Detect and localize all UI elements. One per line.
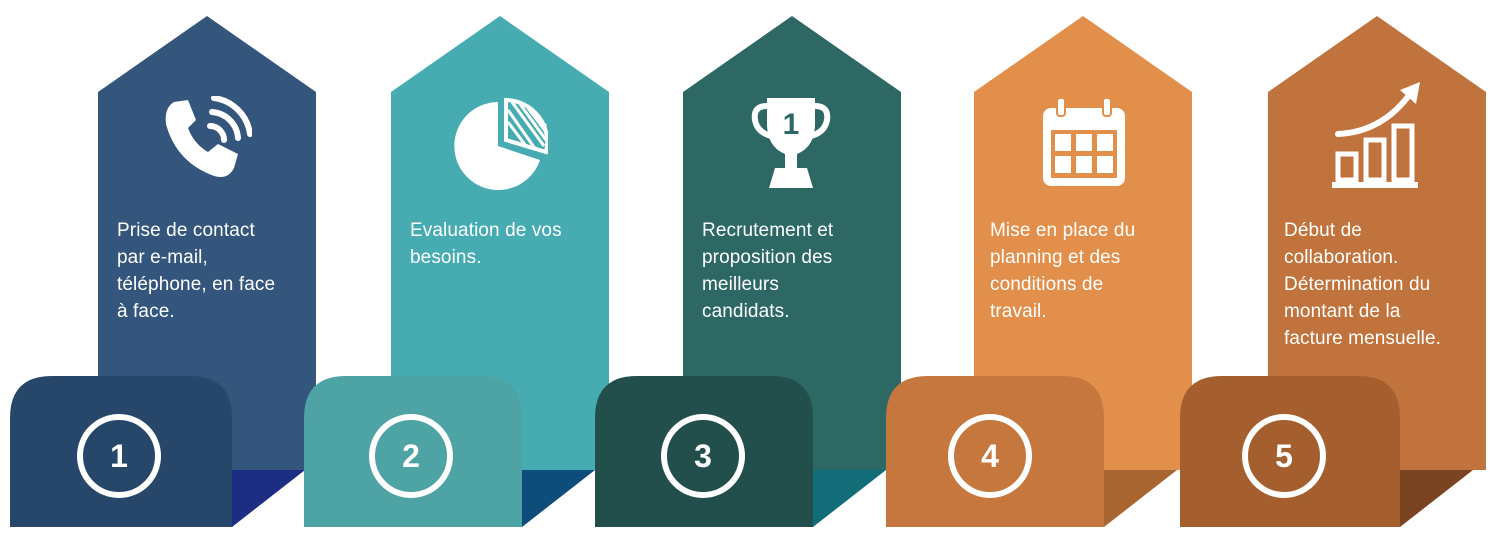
step-2-arrow-column [391,16,609,470]
step-4-shape [886,16,1192,527]
step-1-text: Prise de contact par e-mail, téléphone, … [117,220,276,322]
step-4-fold [1104,470,1177,527]
growth-chart-icon [1330,82,1426,195]
step-2-fold [522,470,595,527]
trophy-icon: 1 [751,94,831,195]
step-4-text: Mise en place du planning et des conditi… [990,220,1136,322]
step-5-column: Début de collaboration. Détermination du… [1170,0,1500,538]
step-2-shape [304,16,609,527]
step-3-fold [813,470,886,527]
step-2-column: Evaluation de vos besoins. 2 [294,0,624,538]
step-3-number: 3 [661,414,745,498]
pie-chart-icon [454,97,550,195]
step-5-text: Début de collaboration. Détermination du… [1284,220,1442,349]
step-5-fold [1400,470,1473,527]
trophy-icon-number: 1 [783,108,800,141]
step-1-arrow-column [98,16,316,470]
step-3-column: 1 Recrutement et proposition des meilleu… [585,0,915,538]
step-1-number: 1 [77,414,161,498]
step-5-arrow-column [1268,16,1486,470]
step-1-column: Prise de contact par e-mail, téléphone, … [0,0,330,538]
step-1-fold [232,470,305,527]
step-2-text: Evaluation de vos besoins. [410,220,562,268]
phone-icon [162,95,253,193]
step-3-text: Recrutement et proposition des meilleurs… [702,220,834,322]
step-4-arrow-column [974,16,1192,470]
step-3-arrow-column [683,16,901,470]
step-4-number: 4 [948,414,1032,498]
step-2-number: 2 [369,414,453,498]
step-4-column: Mise en place du planning et des conditi… [876,0,1206,538]
step-5-number: 5 [1242,414,1326,498]
calendar-icon [1041,97,1127,193]
